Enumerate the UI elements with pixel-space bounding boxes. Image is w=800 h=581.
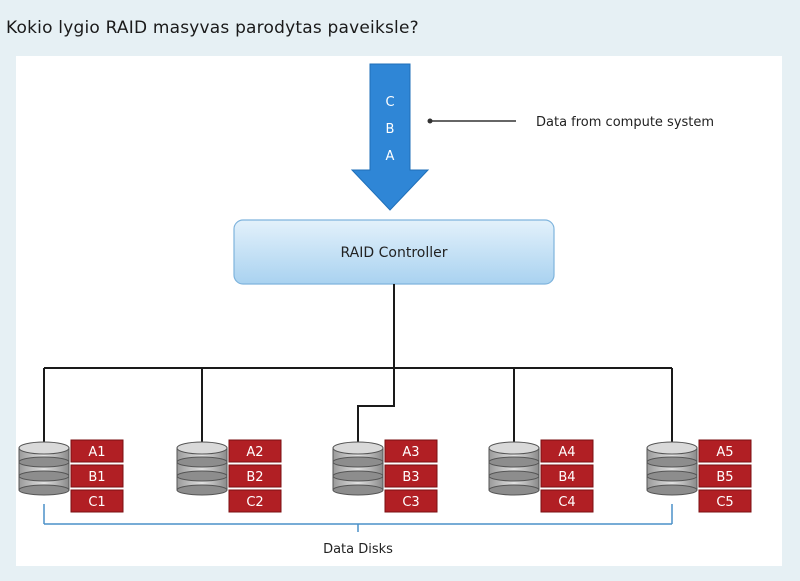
stripe-block-label: B4	[558, 470, 575, 485]
stripe-block: B4	[540, 464, 594, 488]
disk-top	[176, 441, 228, 455]
stripe-block-label: C3	[402, 495, 419, 510]
stripe-block-label: A1	[88, 445, 105, 460]
stripe-block: A4	[540, 439, 594, 463]
stripe-block-label: C5	[716, 495, 733, 510]
stripe-block: B2	[228, 464, 282, 488]
data-source-label: Data from compute system	[536, 115, 714, 130]
disk-top	[332, 441, 384, 455]
stripe-block: A1	[70, 439, 124, 463]
stripe-block-label: B1	[88, 470, 105, 485]
disk-5	[646, 441, 698, 496]
raid-diagram: C B A Data from compute system RAID Cont…	[18, 63, 752, 557]
stripe-block: A3	[384, 439, 438, 463]
question-text: Kokio lygio RAID masyvas parodytas pavei…	[6, 18, 419, 38]
incoming-block-b: B	[386, 122, 395, 137]
stripe-block: B5	[698, 464, 752, 488]
stripe-block-label: A3	[402, 445, 419, 460]
stripe-block: B1	[70, 464, 124, 488]
stripe-block-label: B5	[716, 470, 733, 485]
disk-top	[488, 441, 540, 455]
stripe-block-label: C1	[88, 495, 105, 510]
disk-1	[18, 441, 70, 496]
incoming-data-arrow	[350, 63, 430, 211]
stripe-block-label: A4	[558, 445, 575, 460]
stripe-block-label: B3	[402, 470, 419, 485]
stripe-block: A5	[698, 439, 752, 463]
incoming-block-c: C	[385, 95, 394, 110]
stripe-block: A2	[228, 439, 282, 463]
stripe-block-label: A2	[246, 445, 263, 460]
stripe-block: C2	[228, 489, 282, 513]
disks-bracket	[43, 504, 673, 532]
stripe-block: C5	[698, 489, 752, 513]
stripe-block: C3	[384, 489, 438, 513]
stripe-block-label: C2	[246, 495, 263, 510]
disk-top	[18, 441, 70, 455]
disk-3	[332, 441, 384, 496]
stripe-block-label: C4	[558, 495, 575, 510]
disk-4	[488, 441, 540, 496]
stripe-block: C4	[540, 489, 594, 513]
stripe-block: C1	[70, 489, 124, 513]
stripe-block-label: B2	[246, 470, 263, 485]
connection-lines	[43, 284, 673, 448]
stripe-block: B3	[384, 464, 438, 488]
incoming-block-a: A	[386, 149, 395, 164]
data-disks-label: Data Disks	[323, 542, 393, 557]
stripe-block-label: A5	[716, 445, 733, 460]
disk-2	[176, 441, 228, 496]
disk-top	[646, 441, 698, 455]
diagram-canvas: C B A Data from compute system RAID Cont…	[16, 56, 782, 566]
raid-controller-label: RAID Controller	[341, 245, 448, 261]
